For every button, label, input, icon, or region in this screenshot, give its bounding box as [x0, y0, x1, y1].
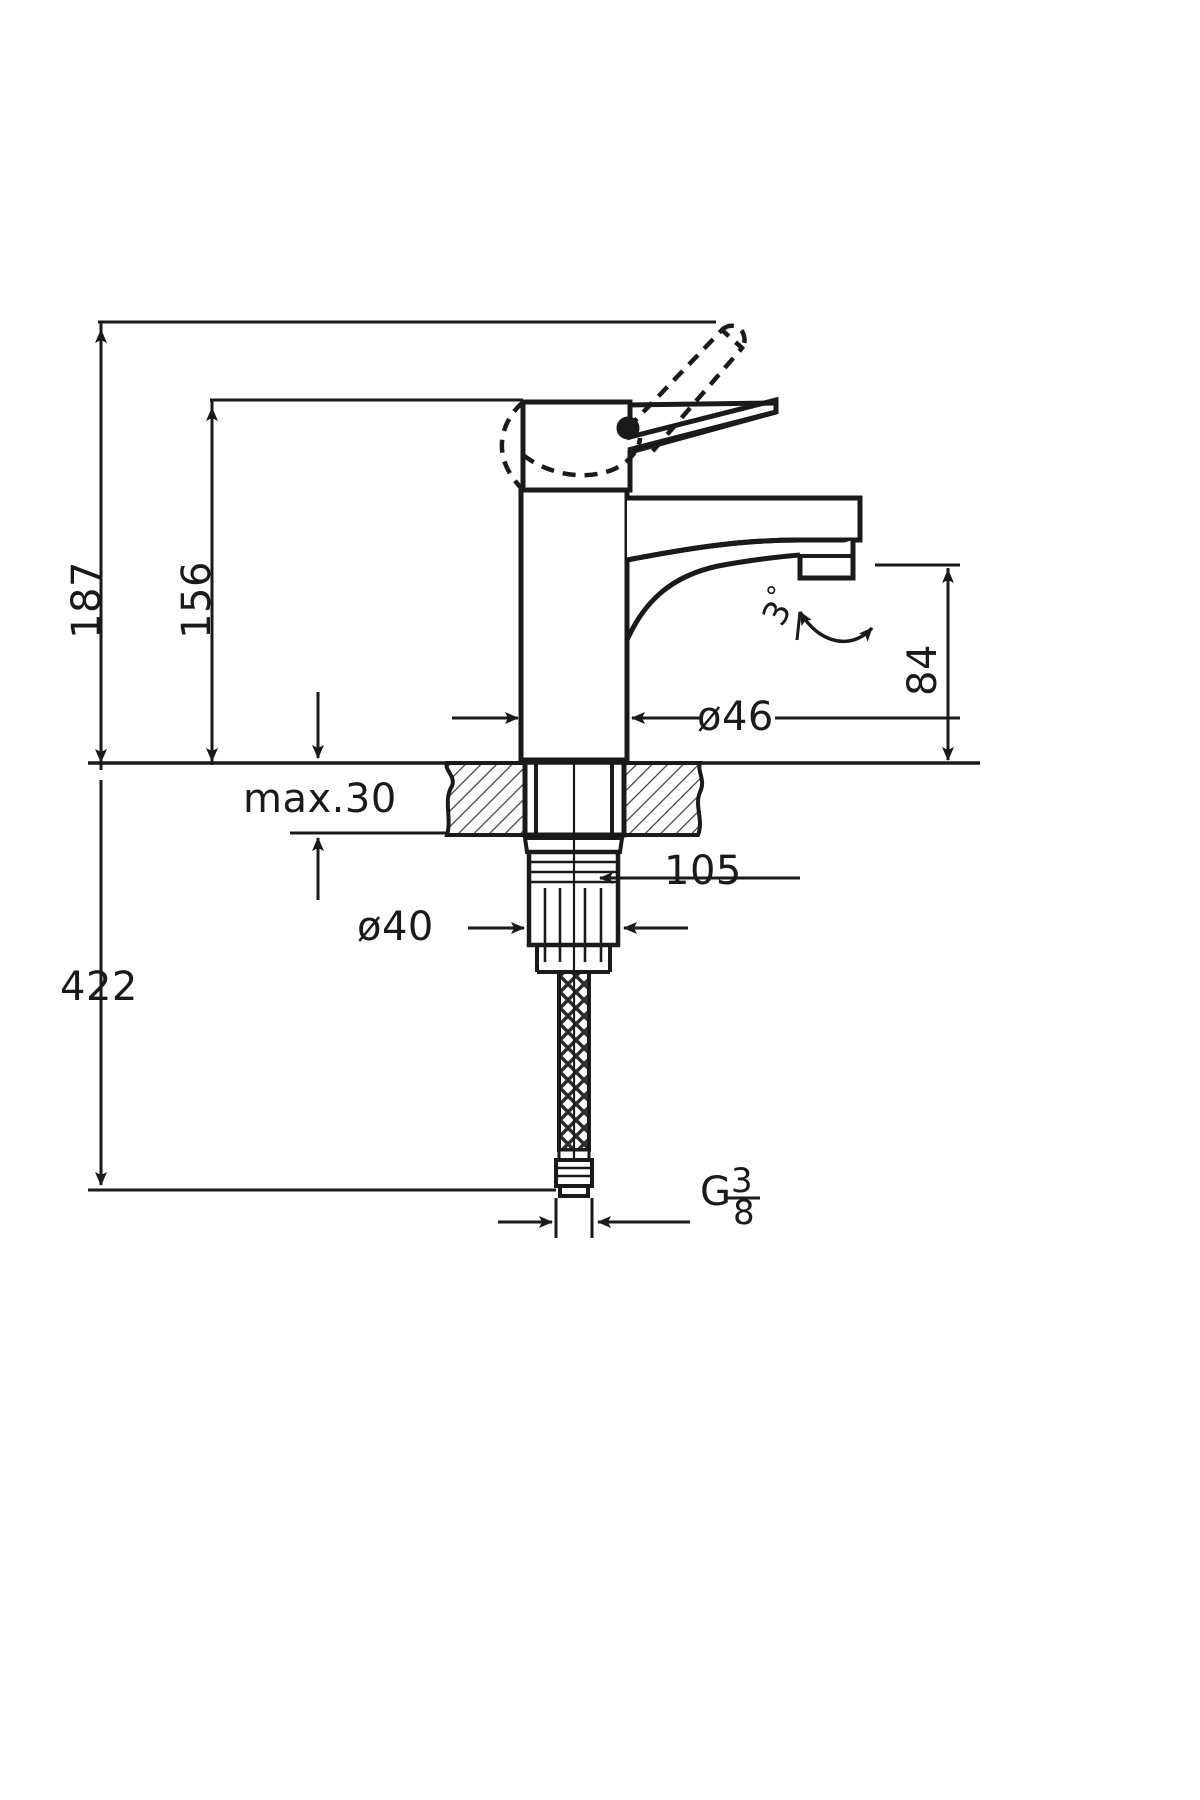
dimension-lines-group	[88, 320, 980, 1238]
thread-label-group: G 3 8	[700, 1161, 760, 1233]
dim-label-422: 422	[60, 964, 138, 1010]
countertop-section	[444, 761, 705, 837]
hose-nut	[554, 1158, 594, 1198]
thread-label-numerator: 3	[731, 1161, 753, 1201]
dim-label-max30: max.30	[243, 776, 397, 822]
angle-tick-3deg	[795, 611, 802, 641]
dim-label-d46: ø46	[697, 694, 774, 740]
angle-arc-3deg	[798, 611, 874, 643]
faucet-body-group	[444, 323, 863, 1198]
spout	[624, 495, 863, 642]
thread-label-g: G	[700, 1169, 732, 1215]
lever-handle	[520, 396, 779, 493]
dim-label-84: 84	[900, 644, 946, 696]
dim-label-156: 156	[174, 561, 220, 639]
dim-label-187: 187	[64, 561, 110, 639]
dim-label-105: 105	[664, 848, 742, 894]
dim-label-d40: ø40	[357, 904, 434, 950]
thread-label-denominator: 8	[733, 1193, 755, 1233]
lever-handle-raised-dashed	[499, 323, 747, 492]
